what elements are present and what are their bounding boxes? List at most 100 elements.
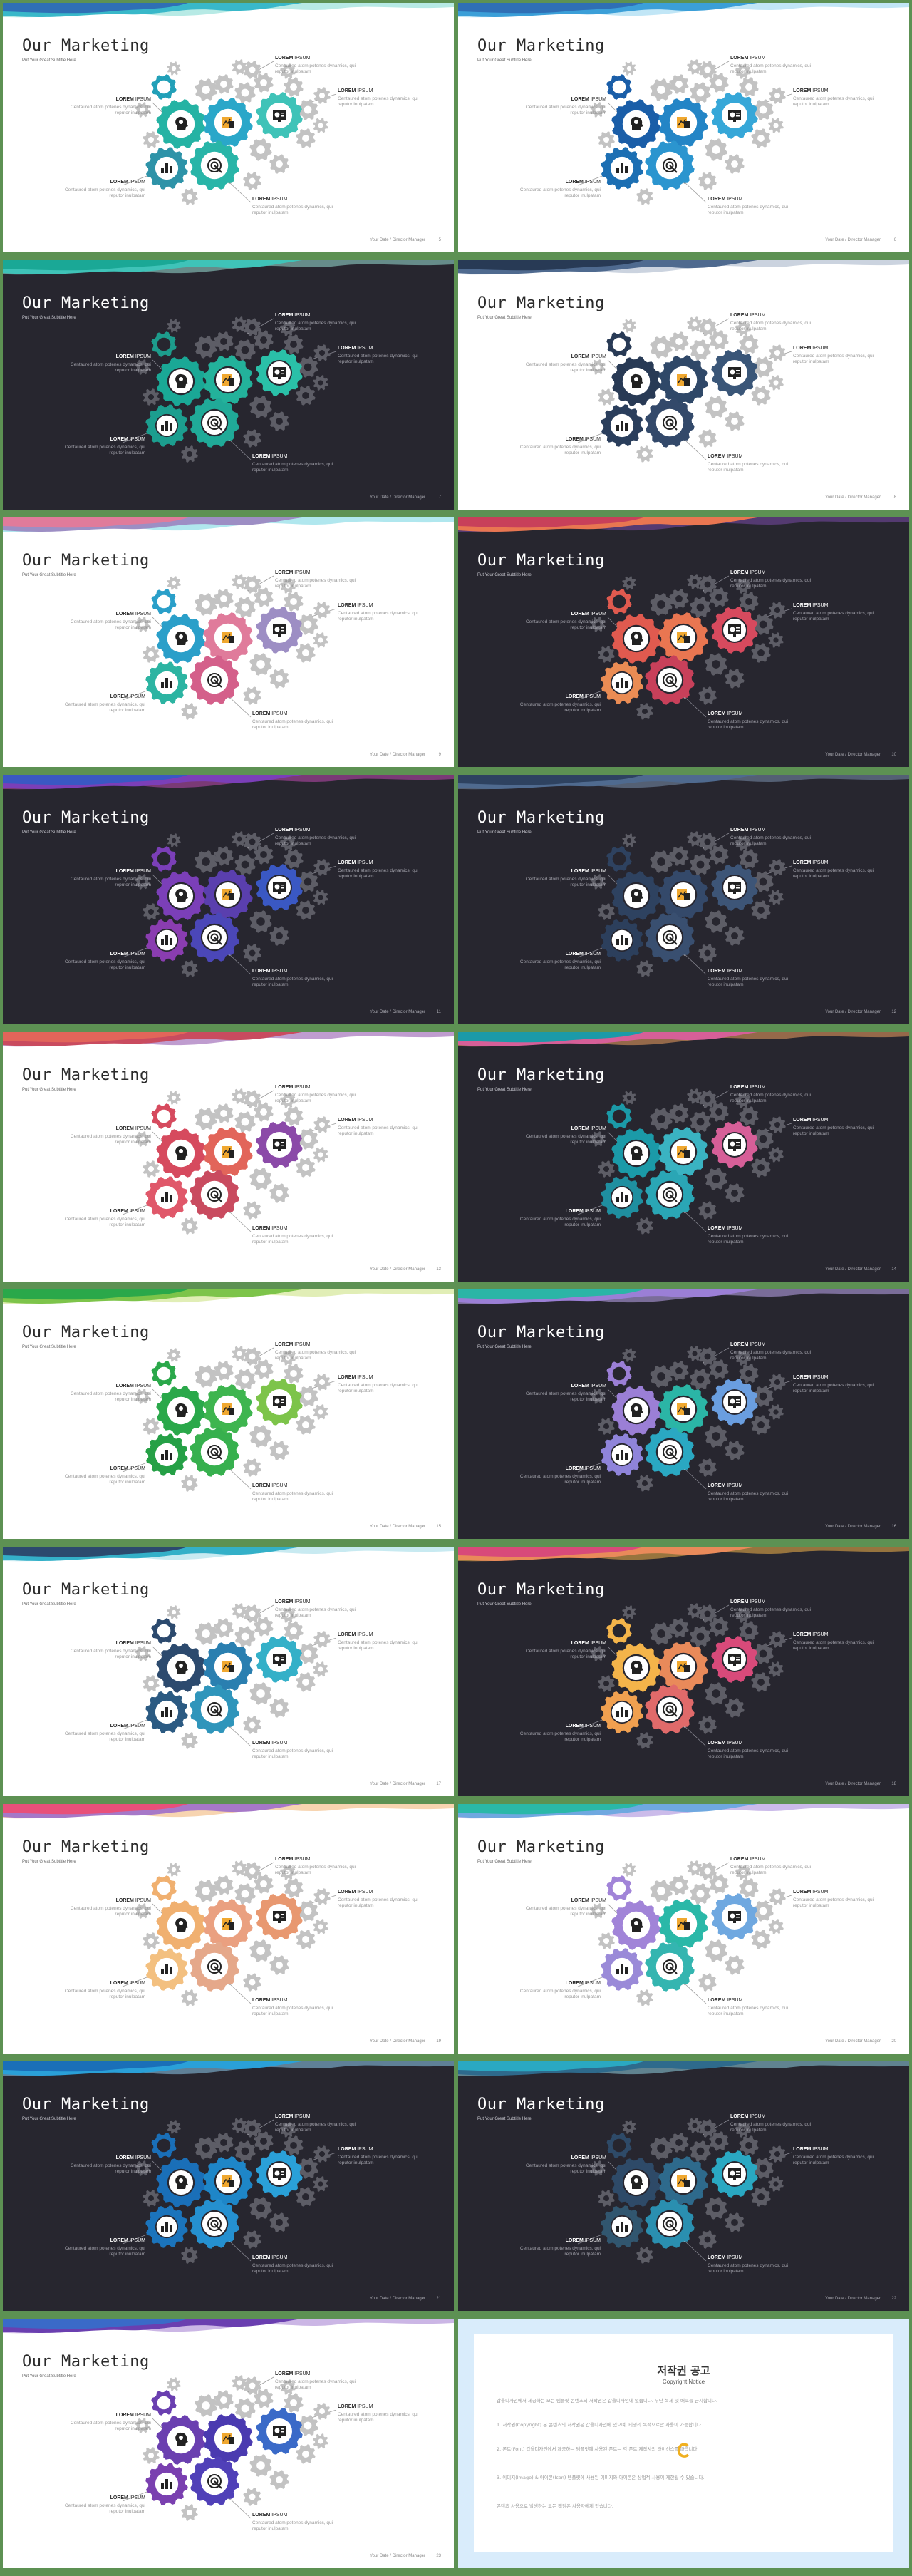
small-gear-icon: [167, 2120, 181, 2134]
notice-subtitle: Copyright Notice: [662, 2379, 705, 2385]
small-gear-icon: [739, 2135, 759, 2155]
connector-line: [229, 2498, 252, 2519]
gear-cluster: [122, 831, 337, 977]
callout-body: Centaured atom potenes dynamics, qui rep…: [252, 977, 333, 987]
small-gear-icon: [181, 1217, 198, 1235]
callout-body: Centaured atom potenes dynamics, qui rep…: [275, 2122, 356, 2133]
callout-heading: LOREM IPSUM: [110, 2238, 145, 2243]
callout-body: Centaured atom potenes dynamics, qui rep…: [793, 2155, 874, 2165]
callout-body: Centaured atom potenes dynamics, qui rep…: [525, 105, 606, 115]
callout-heading: LOREM IPSUM: [115, 1384, 151, 1389]
page-number: 8: [893, 495, 896, 500]
small-gear-icon: [142, 1160, 160, 1178]
small-gear-icon: [254, 2389, 274, 2408]
target-icon: [207, 1959, 222, 1974]
slide-title: Our Marketing: [477, 2096, 605, 2113]
small-gear-icon: [590, 874, 606, 890]
callout-body: Centaured atom potenes dynamics, qui rep…: [70, 2421, 151, 2431]
target-icon: [663, 673, 678, 688]
small-gear-icon: [698, 1458, 717, 1477]
small-gear-icon: [232, 831, 247, 847]
gear-icon: [611, 871, 661, 921]
callout-heading: LOREM IPSUM: [252, 454, 288, 459]
small-gear-icon: [280, 835, 296, 851]
gear-icon: [156, 2415, 206, 2465]
gear-cluster: [577, 574, 792, 720]
target-icon: [663, 930, 678, 945]
head-gear-icon: [175, 1917, 188, 1932]
small-gear-icon: [598, 1932, 615, 1949]
callout-body: Centaured atom potenes dynamics, qui rep…: [275, 1607, 356, 1618]
small-gear-icon: [249, 1168, 272, 1190]
slide-subtitle: Put Your Great Subtitle Here: [477, 316, 532, 320]
callout-body: Centaured atom potenes dynamics, qui rep…: [70, 1649, 151, 1659]
pie-chart-icon: [728, 1654, 741, 1666]
small-gear-icon: [768, 1147, 784, 1163]
head-gear-icon: [175, 1145, 188, 1160]
callout-heading: LOREM IPSUM: [338, 1375, 373, 1380]
slide-subtitle: Put Your Great Subtitle Here: [22, 830, 76, 835]
callout-body: Centaured atom potenes dynamics, qui rep…: [70, 2163, 151, 2174]
pie-chart-icon: [273, 1654, 286, 1666]
bar-chart-icon: [161, 678, 172, 688]
small-gear-icon: [135, 359, 150, 375]
small-gear-icon: [135, 617, 150, 632]
gear-icon: [645, 1942, 695, 1992]
gear-icon: [203, 98, 253, 148]
gear-icon: [658, 355, 708, 405]
small-gear-icon: [314, 1631, 331, 1648]
small-gear-icon: [297, 1900, 318, 1922]
small-gear-icon: [768, 1919, 784, 1934]
callout-body: Centaured atom potenes dynamics, qui rep…: [64, 1474, 145, 1485]
callout-heading: LOREM IPSUM: [571, 612, 606, 617]
small-gear-icon: [698, 1201, 717, 1220]
small-gear-icon: [769, 87, 786, 104]
small-gear-icon: [297, 99, 318, 120]
slide-subtitle: Put Your Great Subtitle Here: [22, 2117, 76, 2121]
small-gear-icon: [735, 1865, 751, 1880]
small-gear-icon: [297, 871, 318, 892]
small-gear-icon: [698, 2119, 717, 2138]
small-gear-icon: [690, 1369, 711, 1390]
gear-icon: [256, 1121, 303, 1168]
small-gear-icon: [243, 318, 261, 336]
gear-icon: [190, 1170, 239, 1220]
head-gear-icon: [175, 116, 188, 130]
small-gear-icon: [622, 319, 636, 333]
gear-icon: [203, 355, 253, 405]
bar-chart-icon: [616, 2222, 628, 2232]
small-gear-icon: [214, 74, 234, 94]
small-gear-icon: [590, 1903, 606, 1919]
callout-heading: LOREM IPSUM: [571, 869, 606, 874]
notice-paragraph: 1. 저작권(Copyright) 본 콘텐츠의 저작권은 갑을디자인에 있으며…: [497, 2422, 703, 2428]
callout-body: Centaured atom potenes dynamics, qui rep…: [525, 619, 606, 630]
